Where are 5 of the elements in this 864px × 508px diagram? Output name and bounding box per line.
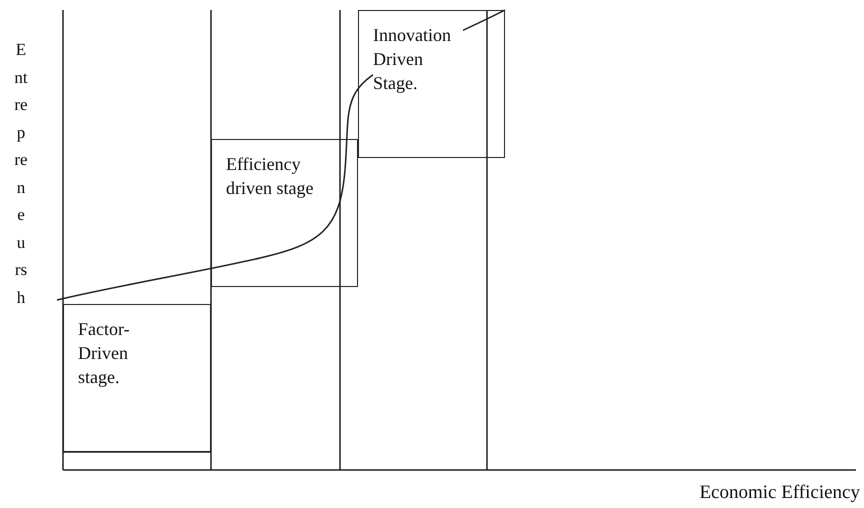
y-axis-label: Entrepreneursh [14,39,28,308]
x-axis-label: Economic Efficiency [699,482,860,504]
stage-box [358,10,505,158]
stage-box [63,304,211,452]
stage-box [211,139,358,287]
